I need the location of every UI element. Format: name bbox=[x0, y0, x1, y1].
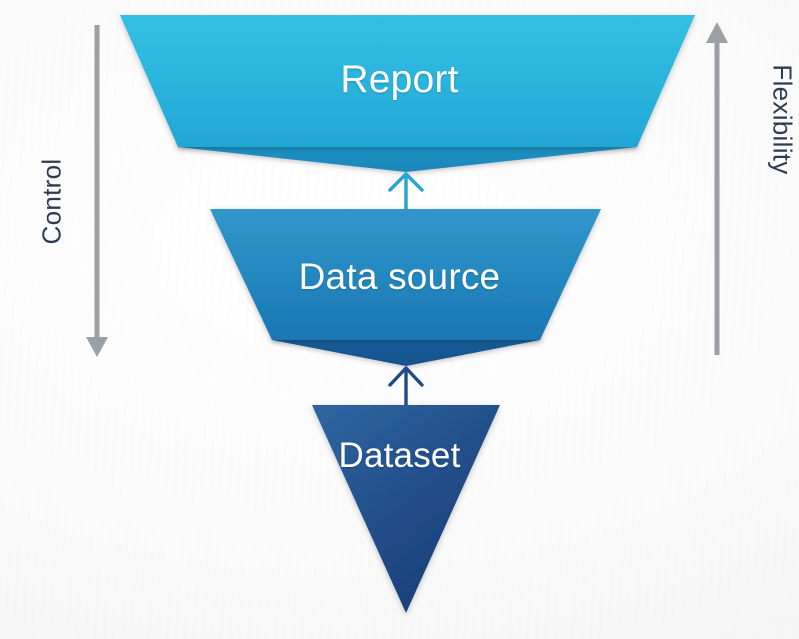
funnel-stage-data-source[interactable] bbox=[210, 209, 601, 366]
control-axis bbox=[86, 25, 108, 357]
arrow-up-head-icon bbox=[388, 366, 424, 387]
arrow-down-icon bbox=[86, 337, 108, 357]
funnel-stage-dataset[interactable] bbox=[312, 405, 500, 613]
flexibility-axis bbox=[706, 22, 728, 355]
dataset-shape[interactable] bbox=[312, 405, 500, 613]
connector-datasource-to-report bbox=[388, 172, 424, 210]
report-label: Report bbox=[340, 58, 459, 101]
funnel-stage-report[interactable] bbox=[120, 15, 695, 172]
data-source-label: Data source bbox=[298, 256, 501, 297]
data-source-shape[interactable] bbox=[210, 209, 601, 340]
data-source-notch-shadow bbox=[272, 333, 540, 366]
arrow-up-icon bbox=[706, 22, 728, 43]
dataset-label: Dataset bbox=[338, 436, 461, 475]
connector-dataset-to-datasource bbox=[388, 366, 424, 406]
arrow-up-head-icon bbox=[388, 172, 424, 192]
flexibility-axis-label: Flexibility bbox=[767, 64, 798, 175]
control-axis-label: Control bbox=[36, 158, 67, 245]
report-notch-shadow bbox=[178, 140, 637, 172]
report-shape[interactable] bbox=[120, 15, 695, 147]
